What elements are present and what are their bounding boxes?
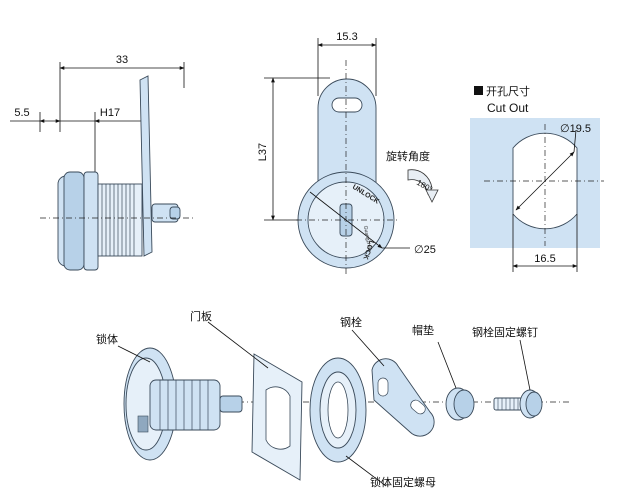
cutout-view: 开孔尺寸 Cut Out ∅19.5 16.5 [470, 84, 604, 272]
label-cam-screw: 钢栓固定螺钉 [472, 325, 538, 339]
dim-thread-length: H17 [100, 107, 120, 119]
part-door-panel [251, 353, 303, 481]
side-nut [83, 171, 99, 271]
dim-body-diameter: ∅25 [414, 244, 436, 256]
dim-cam-width: 15.3 [336, 31, 357, 43]
dim-overall-length: 33 [116, 54, 128, 66]
label-body-nut: 锁体固定螺母 [370, 475, 436, 489]
side-view: 33 5.5 H17 [10, 54, 196, 271]
side-thread [97, 183, 143, 257]
face-brand: Guangzhou [362, 225, 372, 252]
cam-slot [331, 97, 363, 113]
part-cam-screw [493, 389, 543, 419]
rotation-label: 旋转角度 [386, 149, 430, 163]
label-lock-body: 锁体 [96, 332, 118, 346]
part-cam [371, 358, 435, 437]
exploded-view: 锁体 门板 锁体固定螺母 钢栓 帽垫 [96, 309, 570, 489]
dim-offset: 5.5 [14, 107, 29, 119]
dim-cutout-diameter: ∅19.5 [560, 123, 591, 135]
side-cam-plate [139, 75, 153, 257]
cutout-title-en: Cut Out [487, 101, 529, 115]
front-view: 15.3 L37 UNLOCK Guangzhou LOCK ∅25 旋转角度 … [257, 31, 439, 276]
cutout-square-icon [474, 86, 483, 95]
label-cap-washer: 帽垫 [412, 323, 434, 337]
part-lock-body [123, 347, 243, 461]
label-door-panel: 门板 [190, 309, 212, 323]
part-cap-washer [445, 387, 475, 421]
cutout-title-cn: 开孔尺寸 [486, 84, 530, 98]
dim-cam-length: L37 [257, 143, 269, 161]
dim-cutout-width: 16.5 [534, 253, 555, 265]
part-body-nut [309, 357, 367, 463]
label-cam: 钢栓 [340, 315, 362, 329]
